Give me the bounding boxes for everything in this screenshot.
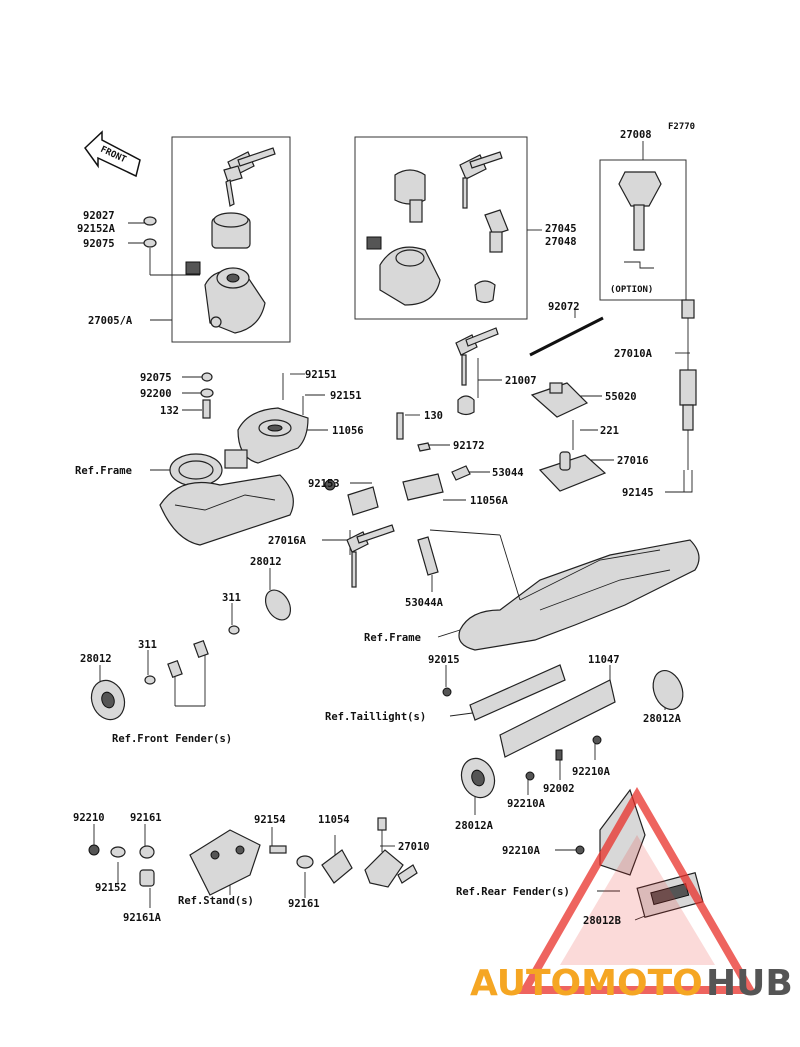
label-11056: 11056 [332, 425, 364, 437]
label-27010: 27010 [398, 841, 430, 853]
label-27048: 27048 [545, 236, 577, 248]
ignition-set-box [171, 136, 291, 343]
front-arrow-icon: FRONT [84, 130, 141, 178]
label-92015: 92015 [428, 654, 460, 666]
switch-27010a [679, 299, 697, 493]
label-27010a: 27010A [614, 348, 653, 360]
bracket-11047 [442, 664, 684, 799]
label-27016: 27016 [617, 455, 649, 467]
label-92210a-mid: 92210A [507, 798, 546, 810]
label-92151-bottom: 92151 [330, 390, 362, 402]
label-53044a: 53044A [405, 597, 444, 609]
rear-fender-parts [575, 788, 704, 918]
grommets-front [90, 589, 292, 721]
watermark-text-part1: AUTOMOTO [470, 963, 703, 1004]
label-ref-front-fender: Ref.Front Fender(s) [112, 733, 232, 745]
label-28012b: 28012B [583, 915, 621, 927]
label-92075-bottom: 92075 [140, 372, 172, 384]
label-55020: 55020 [605, 391, 637, 403]
bracket-55020 [530, 382, 589, 418]
ignition-switch [185, 261, 266, 334]
label-27016a: 27016A [268, 535, 307, 547]
label-92154: 92154 [254, 814, 286, 826]
frame-rear [429, 529, 700, 651]
label-130: 130 [424, 410, 443, 422]
label-92172: 92172 [453, 440, 485, 452]
lock-set-parts [366, 151, 509, 306]
frame-left [159, 453, 294, 546]
holder-11056 [224, 373, 309, 469]
label-21007: 21007 [505, 375, 537, 387]
leader-lines [93, 141, 690, 921]
label-92152a: 92152A [77, 223, 116, 235]
label-92152: 92152 [95, 882, 127, 894]
label-92210a-bottom: 92210A [502, 845, 541, 857]
option-label: (OPTION) [610, 285, 653, 295]
label-11047: 11047 [588, 654, 620, 666]
watermark-text-part2: HUB [706, 963, 793, 1004]
label-ref-frame-rear: Ref.Frame [364, 632, 421, 644]
cable-tie [529, 316, 604, 357]
diagram-code: F2770 [668, 122, 695, 132]
label-ref-rear-fender: Ref.Rear Fender(s) [456, 886, 570, 898]
label-132: 132 [160, 405, 179, 417]
label-311-top: 311 [222, 592, 241, 604]
label-ref-frame-left: Ref.Frame [75, 465, 132, 477]
label-28012a-mid: 28012A [455, 820, 494, 832]
label-27005: 27005/A [88, 315, 133, 327]
label-92161a: 92161A [123, 912, 162, 924]
lock-set-box [354, 136, 528, 320]
label-92072: 92072 [548, 301, 580, 313]
label-92210: 92210 [73, 812, 105, 824]
label-92153: 92153 [308, 478, 340, 490]
ignition-cylinder [211, 212, 251, 249]
label-221: 221 [600, 425, 619, 437]
part-labels: 27008 92027 92152A 92075 27045 27048 920… [73, 129, 682, 927]
label-92200: 92200 [140, 388, 172, 400]
label-92151-top: 92151 [305, 369, 337, 381]
label-28012a-right: 28012A [643, 713, 682, 725]
label-11054: 11054 [318, 814, 350, 826]
label-92075-top: 92075 [83, 238, 115, 250]
label-92002: 92002 [543, 783, 575, 795]
label-311-left: 311 [138, 639, 157, 651]
label-ref-stand: Ref.Stand(s) [178, 895, 254, 907]
label-28012-top: 28012 [250, 556, 282, 568]
label-92145: 92145 [622, 487, 654, 499]
label-ref-taillight: Ref.Taillight(s) [325, 711, 426, 723]
stand-parts [88, 817, 418, 896]
watermark-triangle-icon [518, 786, 757, 994]
label-92027: 92027 [83, 210, 115, 222]
seat-lock-21007 [455, 327, 499, 416]
label-92161-top: 92161 [130, 812, 162, 824]
option-key: (OPTION) [610, 171, 662, 295]
label-11056a: 11056A [470, 495, 509, 507]
washers-left [143, 216, 214, 419]
label-27008: 27008 [620, 129, 652, 141]
bracket-27016 [538, 420, 607, 492]
label-27045: 27045 [545, 223, 577, 235]
label-92210a-right: 92210A [572, 766, 611, 778]
ignition-keys [223, 147, 276, 207]
label-28012-left: 28012 [80, 653, 112, 665]
label-92161-bottom: 92161 [288, 898, 320, 910]
label-53044: 53044 [492, 467, 524, 479]
watermark: AUTOMOTO HUB [470, 786, 793, 1004]
middle-small-parts [324, 412, 471, 588]
